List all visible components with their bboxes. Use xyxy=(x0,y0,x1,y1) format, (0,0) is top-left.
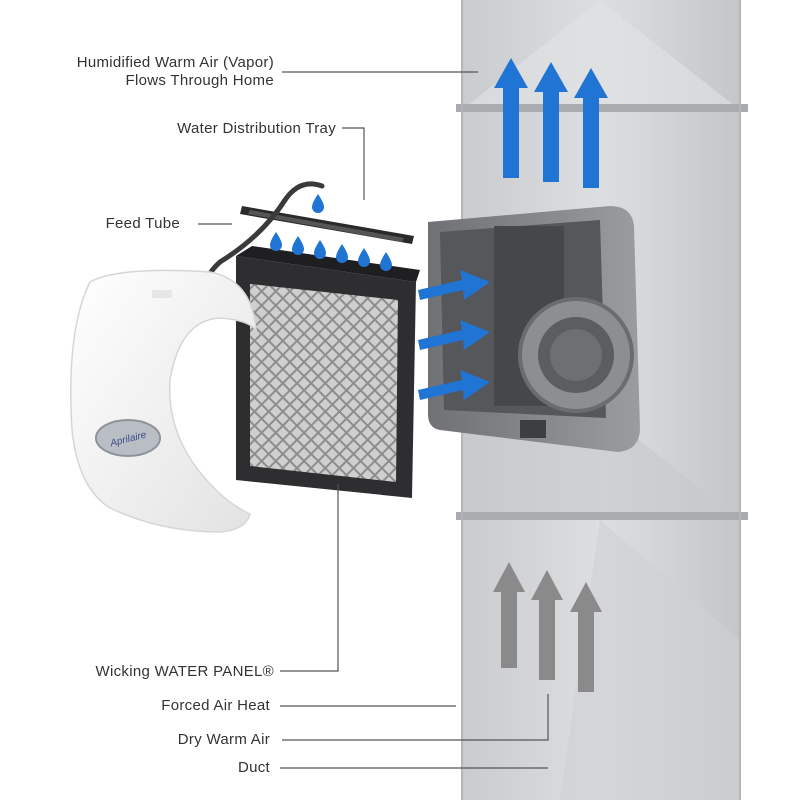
droplet xyxy=(336,244,348,263)
up-arrow-3 xyxy=(574,68,608,188)
leader-dry-air xyxy=(282,694,549,741)
dry-air-arrows xyxy=(493,562,602,692)
water-droplets xyxy=(270,194,392,271)
droplet xyxy=(292,236,304,255)
side-arrow-3 xyxy=(418,370,490,400)
up-arrow-2 xyxy=(534,62,568,182)
leader-lines xyxy=(198,71,549,769)
side-arrow-1 xyxy=(418,270,490,300)
droplet xyxy=(312,194,324,213)
droplet xyxy=(270,232,282,251)
label-humidified-line1: Humidified Warm Air (Vapor) xyxy=(76,54,274,71)
aprilaire-badge xyxy=(95,419,161,457)
duct-seam-top xyxy=(456,104,748,112)
label-feed-tube: Feed Tube xyxy=(105,215,180,232)
label-dry-air: Dry Warm Air xyxy=(177,731,270,748)
leader-water-tray xyxy=(342,127,365,200)
duct-seam-bottom xyxy=(456,512,748,520)
leader-water-panel xyxy=(280,484,339,672)
up-arrow-1 xyxy=(494,58,528,178)
dry-arrow-3 xyxy=(570,582,602,692)
label-water-tray: Water Distribution Tray xyxy=(177,120,336,137)
humidifier-cover: Aprilaire xyxy=(70,269,257,533)
dry-arrow-1 xyxy=(493,562,525,668)
droplet xyxy=(380,252,392,271)
label-humidified-line2: Flows Through Home xyxy=(125,72,274,89)
water-panel xyxy=(236,246,420,498)
label-duct: Duct xyxy=(237,759,270,776)
label-water-panel: Wicking WATER PANEL® xyxy=(95,663,274,680)
label-forced-air: Forced Air Heat xyxy=(161,697,270,714)
water-distribution-tray xyxy=(240,206,414,244)
side-arrow-2 xyxy=(418,320,490,350)
droplet xyxy=(314,240,326,259)
droplet xyxy=(358,248,370,267)
dry-arrow-2 xyxy=(531,570,563,680)
airflow-arrows xyxy=(418,270,490,400)
humidified-air-arrows xyxy=(494,58,608,188)
humidifier-housing xyxy=(428,206,640,452)
